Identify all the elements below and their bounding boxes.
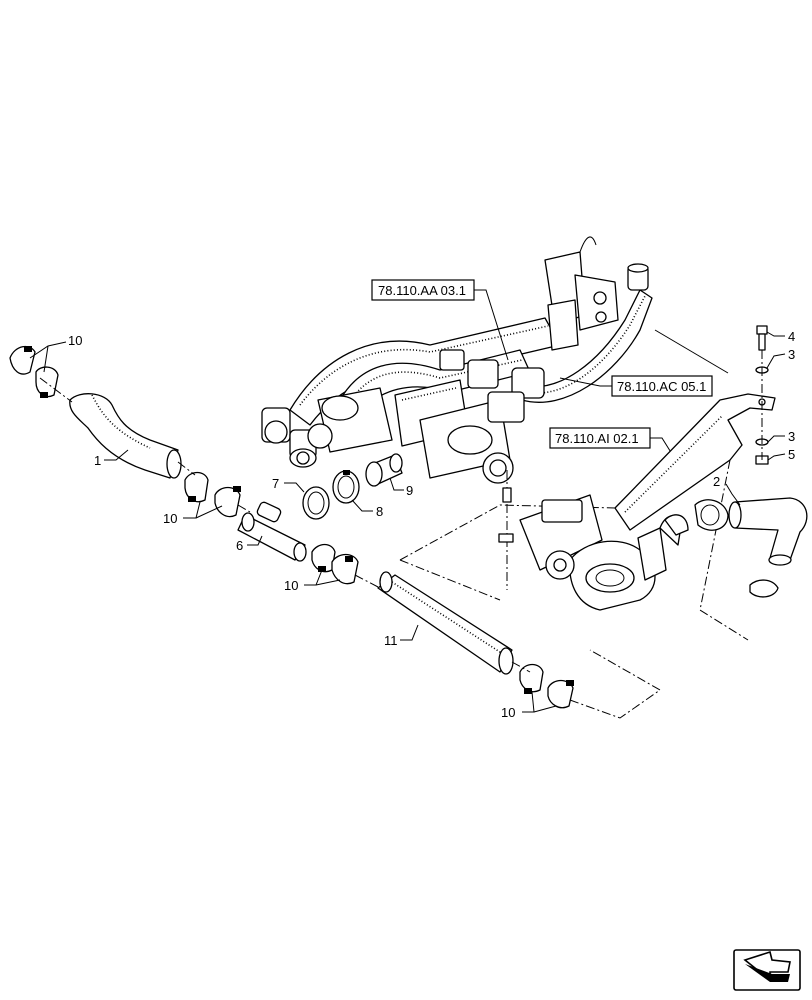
callout-3: 3	[788, 429, 795, 444]
svg-text:78.110.AA 03.1: 78.110.AA 03.1	[378, 283, 466, 298]
part-10-clamps-bottom	[519, 663, 574, 709]
part-2-elbow-hose	[694, 497, 808, 598]
part-8-clamp-ring	[332, 470, 360, 504]
reference-ai[interactable]: 78.110.AI 02.1	[549, 427, 683, 471]
part-11-hose	[377, 571, 514, 675]
callouts: 10 1 10 6 7 8 9 10 11 10 2 4 3 3 5	[29, 329, 795, 720]
callout-2: 2	[713, 474, 720, 489]
callout-11: 11	[384, 633, 398, 648]
part-6-tee-fitting	[237, 501, 307, 562]
callout-7: 7	[272, 476, 279, 491]
callout-10: 10	[68, 333, 82, 348]
callout-10: 10	[163, 511, 177, 526]
callout-3: 3	[788, 347, 795, 362]
callout-10: 10	[501, 705, 515, 720]
main-pipe-assembly	[261, 236, 729, 484]
reference-ac[interactable]: 78.110.AC 05.1	[559, 375, 713, 397]
svg-text:78.110.AC 05.1: 78.110.AC 05.1	[617, 379, 706, 394]
callout-10: 10	[284, 578, 298, 593]
reference-aa[interactable]: 78.110.AA 03.1	[371, 279, 509, 361]
pump-assembly	[399, 393, 776, 641]
callout-1: 1	[94, 453, 101, 468]
callout-4: 4	[788, 329, 795, 344]
svg-text:78.110.AI 02.1: 78.110.AI 02.1	[555, 431, 639, 446]
part-10-clamps-top	[9, 345, 59, 398]
part-10-clamps-mid	[184, 471, 241, 518]
part-9-fitting	[365, 453, 403, 487]
part-10-clamps-lower	[311, 543, 359, 585]
callout-8: 8	[376, 504, 383, 519]
part-7-seal-ring	[302, 486, 330, 520]
centerlines	[39, 377, 661, 719]
callout-5: 5	[788, 447, 795, 462]
next-page-arrow-icon[interactable]	[733, 949, 801, 991]
part-1-hose	[69, 393, 182, 479]
callout-9: 9	[406, 483, 413, 498]
callout-6: 6	[236, 538, 243, 553]
